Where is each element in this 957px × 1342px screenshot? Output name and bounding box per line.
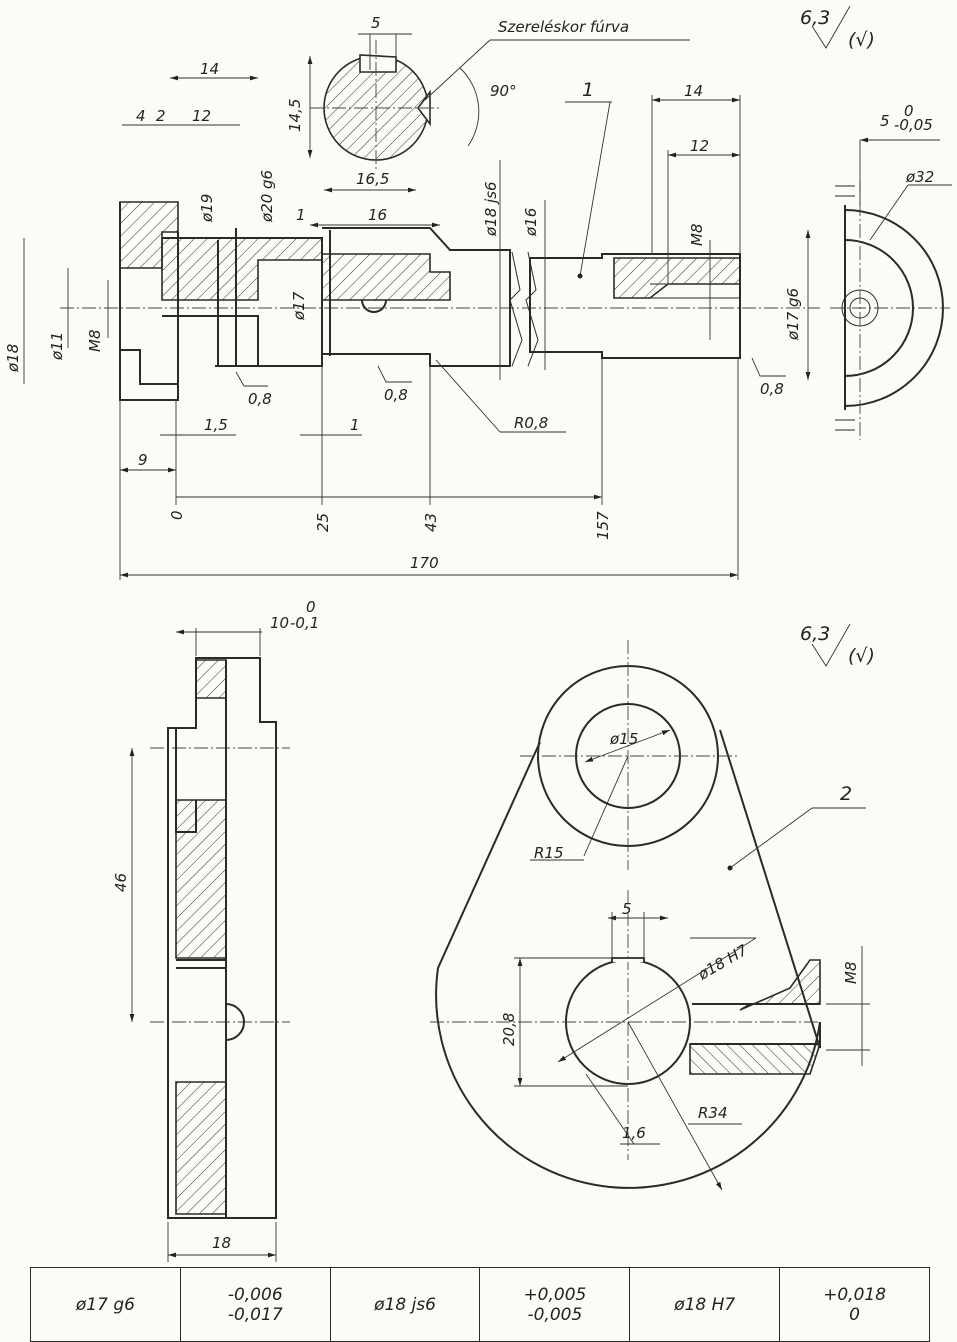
r08-label: R0,8 xyxy=(514,414,548,432)
d32-label: ø32 xyxy=(905,168,934,186)
l12-label: 12 xyxy=(192,107,211,125)
deviation-cell: +0,005 -0,005 xyxy=(479,1267,631,1342)
r34-label: R34 xyxy=(698,1104,728,1122)
assembly-note: Szereléskor fúrva xyxy=(498,18,629,36)
key-angle-label: 90° xyxy=(490,82,517,100)
d16-label: ø16 xyxy=(522,208,540,237)
l9-label: 9 xyxy=(138,451,148,469)
tolerance-table: ø17 g6 -0,006 -0,017 ø18 js6 +0,005 -0,0… xyxy=(30,1267,930,1342)
key-section xyxy=(307,33,690,193)
r12-label: 12 xyxy=(690,137,709,155)
key-height-label: 14,5 xyxy=(286,99,304,132)
total-170-label: 170 xyxy=(410,554,439,572)
shaft-view xyxy=(60,137,952,440)
tolerance-row: ø17 g6 -0,006 -0,017 ø18 js6 +0,005 -0,0… xyxy=(30,1267,930,1342)
m8-left-label: M8 xyxy=(86,330,104,353)
ordinate-157: 157 xyxy=(594,511,612,540)
l4-label: 4 xyxy=(136,107,146,125)
roughness-3: 0,8 xyxy=(760,380,784,398)
part-number-1: 1 xyxy=(582,79,594,101)
end-tol-upper: 0 xyxy=(904,102,914,120)
fit-cell: ø18 H7 xyxy=(629,1267,781,1342)
ordinate-43: 43 xyxy=(422,513,440,532)
c16-label: 1,6 xyxy=(622,1124,646,1142)
d18h7-label: ø18 H7 xyxy=(694,941,751,984)
l14-label: 14 xyxy=(200,60,219,78)
d11-label: ø11 xyxy=(48,332,66,361)
lever-side-view xyxy=(129,628,290,1262)
d17g6-label: ø17 g6 xyxy=(784,288,802,341)
d18js6-label: ø18 js6 xyxy=(482,181,500,237)
l1-5-label: 1,5 xyxy=(204,416,228,434)
key-width-label: 5 xyxy=(371,14,381,32)
surface-suffix-1: (√) xyxy=(848,29,875,51)
d18-label: ø18 xyxy=(4,344,22,373)
m8-right-label: M8 xyxy=(688,224,706,247)
d15-label: ø15 xyxy=(609,730,638,748)
surface-symbol-1 xyxy=(811,5,851,49)
ordinate-0: 0 xyxy=(168,510,186,520)
thickness-upper: 0 xyxy=(306,598,316,616)
l1-label: 1 xyxy=(296,206,306,224)
shaft-dimensions xyxy=(23,75,811,580)
l16-label: 16 xyxy=(368,206,387,224)
l1b-label: 1 xyxy=(350,416,360,434)
ordinate-25: 25 xyxy=(314,513,332,532)
fit-cell: ø17 g6 xyxy=(30,1267,181,1342)
thickness-lower: -0,1 xyxy=(290,614,319,632)
fit-cell: ø18 js6 xyxy=(329,1267,481,1342)
d19-label: ø19 xyxy=(198,194,216,223)
key-depth-label: 16,5 xyxy=(356,170,389,188)
surface-suffix-2: (√) xyxy=(848,645,875,667)
d17-label: ø17 xyxy=(290,291,308,321)
l2-label: 2 xyxy=(156,107,166,125)
k208-label: 20,8 xyxy=(500,1013,518,1046)
end-tol-lower: -0,05 xyxy=(894,116,933,134)
r14-label: 14 xyxy=(684,82,703,100)
m8-label: M8 xyxy=(842,962,860,985)
surface-value-1: 6,3 xyxy=(800,7,830,29)
part-number-2: 2 xyxy=(840,783,852,805)
l18-label: 18 xyxy=(212,1234,231,1252)
thickness-label: 10 xyxy=(270,614,289,632)
surface-value-2: 6,3 xyxy=(800,623,830,645)
roughness-2: 0,8 xyxy=(384,386,408,404)
d20g6-label: ø20 g6 xyxy=(258,170,276,223)
end-tol-label: 5 xyxy=(880,112,890,130)
roughness-1: 0,8 xyxy=(248,390,272,408)
l46-label: 46 xyxy=(112,873,130,892)
deviation-cell: -0,006 -0,017 xyxy=(179,1267,331,1342)
surface-symbol-2 xyxy=(811,623,851,667)
lever-front-view xyxy=(430,640,870,1191)
deviation-cell: +0,018 0 xyxy=(779,1267,930,1342)
key5-label: 5 xyxy=(622,900,632,918)
r15-label: R15 xyxy=(534,844,564,862)
